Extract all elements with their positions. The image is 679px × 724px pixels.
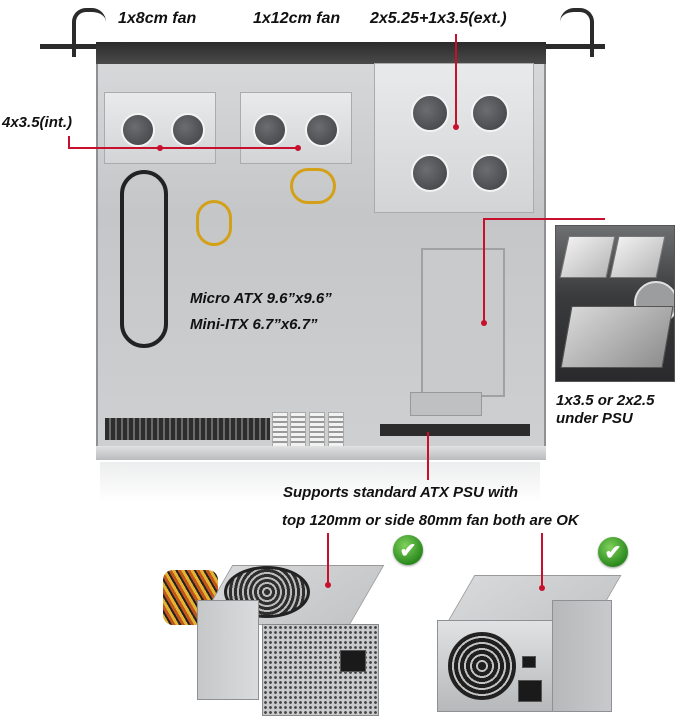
leader-dot xyxy=(157,145,163,151)
label-psu-support: Supports standard ATX PSU with xyxy=(283,484,519,501)
psu-power-socket xyxy=(518,680,542,702)
psu-slot-opening xyxy=(380,424,530,436)
label-board-micro-atx: Micro ATX 9.6”x9.6” xyxy=(190,290,332,307)
leader-line-side-fan xyxy=(541,533,543,588)
label-12cm-fan: 1x12cm fan xyxy=(253,10,341,27)
hdd-2-5-inch xyxy=(559,236,616,278)
leader-dot xyxy=(481,320,487,326)
internal-drive-bracket-left xyxy=(104,92,216,164)
hdd-2-5-inch xyxy=(609,236,666,278)
bay-hole xyxy=(471,154,509,192)
label-internal-bays: 4x3.5(int.) xyxy=(2,114,73,131)
chassis-reflection xyxy=(100,462,540,502)
check-icon: ✔ xyxy=(598,537,628,567)
psu-side-panel xyxy=(552,600,612,712)
label-external-bays: 2x5.25+1x3.5(ext.) xyxy=(370,10,507,27)
rack-ear-right xyxy=(560,8,594,57)
internal-drive-bracket-right xyxy=(240,92,352,164)
leader-line-internal-bays xyxy=(68,136,70,149)
leader-line-external-bays xyxy=(455,34,457,126)
leader-dot xyxy=(539,585,545,591)
rack-ear-right-base xyxy=(545,44,605,49)
bay-hole xyxy=(411,94,449,132)
psu-mount-plate xyxy=(421,248,505,397)
bracket-hole xyxy=(121,113,155,147)
power-cable xyxy=(120,170,168,348)
leader-dot xyxy=(453,124,459,130)
bay-hole xyxy=(471,94,509,132)
leader-line-top-fan xyxy=(327,533,329,585)
fan-cable xyxy=(196,200,232,246)
leader-line-under-psu xyxy=(483,218,485,322)
under-psu-drive-photo xyxy=(555,225,675,382)
label-board-mini-itx: Mini-ITX 6.7”x6.7” xyxy=(190,316,318,333)
chassis-front-bar xyxy=(96,42,546,64)
rack-ear-left xyxy=(72,8,106,57)
leader-dot xyxy=(295,145,301,151)
bracket-hole xyxy=(171,113,205,147)
leader-dot xyxy=(325,582,331,588)
psu-power-socket xyxy=(340,650,366,672)
hdd-3-5-inch xyxy=(560,306,674,368)
psu-rear-mesh xyxy=(262,624,379,716)
leader-line-under-psu xyxy=(483,218,605,220)
leader-line-internal-bays xyxy=(68,147,300,149)
rack-ear-left-base xyxy=(40,44,100,49)
external-drive-bay-bracket xyxy=(374,63,534,213)
psu-80mm-fan xyxy=(448,632,516,700)
leader-line-psu xyxy=(427,432,429,480)
label-under-psu: under PSU xyxy=(556,410,633,427)
psu-side-panel xyxy=(197,600,259,700)
bay-hole xyxy=(411,154,449,192)
label-under-psu-drives: 1x3.5 or 2x2.5 xyxy=(556,392,655,409)
label-8cm-fan: 1x8cm fan xyxy=(118,10,197,27)
fan-cable xyxy=(290,168,336,204)
check-icon: ✔ xyxy=(393,535,423,565)
bracket-hole xyxy=(253,113,287,147)
bracket-hole xyxy=(305,113,339,147)
label-psu-fan-options: top 120mm or side 80mm fan both are OK xyxy=(282,512,579,529)
chassis-vent xyxy=(105,418,270,440)
chassis-floor-lip xyxy=(96,446,546,460)
psu-bracket xyxy=(410,392,482,416)
psu-power-switch xyxy=(522,656,536,668)
